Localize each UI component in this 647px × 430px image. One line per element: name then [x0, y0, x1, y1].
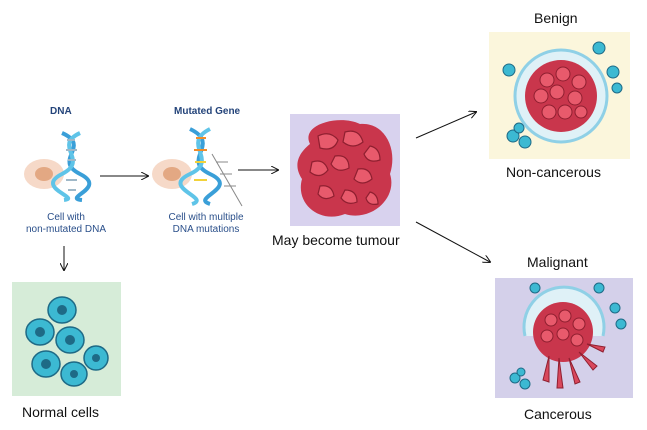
cell-mutated-caption: Cell with multiple DNA mutations: [156, 212, 256, 236]
malignant-panel: [495, 278, 633, 398]
cell-normal-line1: Cell with: [47, 212, 85, 223]
tumour-panel: [290, 114, 400, 226]
arrow-tumour-to-benign: [415, 112, 476, 139]
cell-normal-line2: non-mutated DNA: [25, 224, 107, 235]
arrow-tumour-to-malignant: [415, 221, 490, 262]
cell-mutated-line2: DNA mutations: [172, 224, 240, 235]
tumour-label: May become tumour: [272, 232, 400, 248]
normal-cells-panel: [12, 282, 121, 396]
cell-mutated-line1: Cell with multiple: [168, 212, 244, 223]
benign-title: Benign: [534, 10, 578, 26]
dna-title: DNA: [50, 106, 72, 117]
malignant-title: Malignant: [527, 254, 588, 270]
cancerous-label: Cancerous: [524, 406, 592, 422]
benign-panel: [489, 32, 630, 159]
mutated-cell-illustration: [150, 124, 250, 209]
normal-cells-label: Normal cells: [22, 404, 100, 420]
non-cancerous-label: Non-cancerous: [506, 164, 601, 180]
cell-normal-caption: Cell with non-mutated DNA: [20, 212, 112, 236]
mutated-gene-title: Mutated Gene: [174, 106, 241, 117]
dna-cell-illustration: [22, 128, 102, 203]
